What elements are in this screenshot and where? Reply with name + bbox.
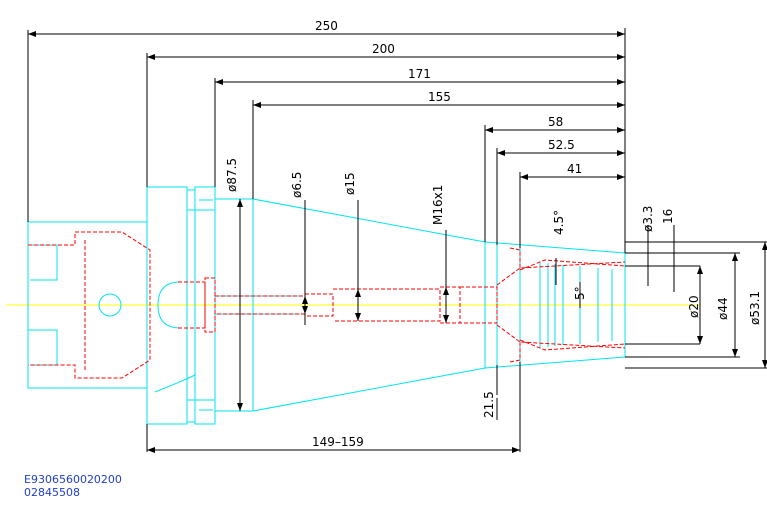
- dim-length-58: 58: [548, 115, 563, 129]
- dim-dia-6-5: ø6.5: [290, 172, 304, 198]
- dim-dia-87-5: ø87.5: [225, 158, 239, 192]
- dim-16: 16: [661, 209, 675, 224]
- dim-dia-20: ø20: [687, 295, 701, 318]
- dim-range-149-159: 149–159: [312, 435, 364, 449]
- dim-length-21-5: 21.5: [482, 391, 496, 418]
- dim-length-171: 171: [408, 67, 431, 81]
- hidden-lines: [28, 231, 626, 379]
- dim-length-200: 200: [372, 42, 395, 56]
- dim-angle-5: 5°: [573, 286, 587, 300]
- part-codes: E9306560020200 02845508: [24, 473, 122, 499]
- dim-dia-53-1: ø53.1: [748, 291, 762, 325]
- dim-dia-15: ø15: [343, 172, 357, 195]
- part-code-line-1: E9306560020200: [24, 473, 122, 486]
- dim-dia-44: ø44: [716, 297, 730, 320]
- dim-overall-length: 250: [315, 19, 338, 33]
- dimension-lines: [27, 28, 767, 453]
- part-code-line-2: 02845508: [24, 486, 80, 499]
- dim-length-41: 41: [567, 162, 582, 176]
- dim-length-155: 155: [428, 90, 451, 104]
- dim-dia-3-3: ø3.3: [641, 206, 655, 232]
- dim-thread: M16x1: [431, 185, 445, 225]
- dim-angle-4-5: 4.5°: [552, 210, 566, 235]
- dim-length-52-5: 52.5: [548, 138, 575, 152]
